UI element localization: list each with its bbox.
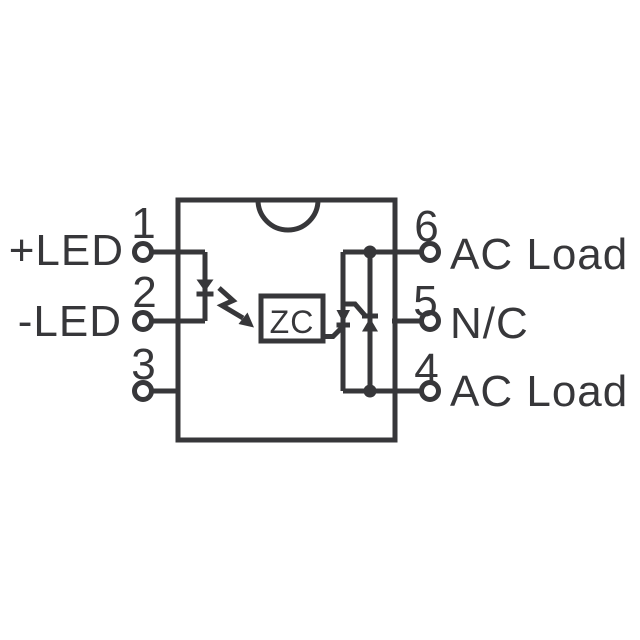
zc-box-label: ZC [269, 304, 315, 340]
pin-4-number: 4 [414, 345, 440, 394]
pin-2-label: -LED [17, 297, 122, 346]
zc-box [258, 293, 326, 344]
pin-1-number: 1 [131, 199, 157, 248]
pin-5-label: N/C [450, 299, 529, 348]
light-emission-arrow-icon [216, 286, 245, 321]
output-rail-wires [343, 249, 422, 394]
junction-dot-top [363, 245, 377, 259]
pin-3-number: 3 [131, 340, 157, 389]
pin-3-terminal [132, 380, 154, 402]
index-notch [255, 199, 321, 233]
pin-1-label: +LED [8, 226, 124, 275]
pin-1-terminal [132, 241, 154, 263]
pin-2-number: 2 [132, 268, 158, 317]
pin-4-terminal [419, 380, 441, 402]
pin-4-label: AC Load [450, 367, 629, 416]
led-anode-triangle [196, 279, 214, 292]
pin-6-number: 6 [414, 202, 440, 251]
triac-branch-wires [340, 252, 373, 391]
pin-5-terminal [419, 310, 441, 332]
triac-right-triangle [362, 318, 378, 332]
light-emission-arrowhead-icon [238, 312, 254, 328]
pin-6-terminal [419, 241, 441, 263]
pin-5-number: 5 [413, 277, 439, 326]
zc-gate-wire [323, 324, 345, 339]
pin-6-label: AC Load [450, 230, 629, 279]
triac-left-triangle [336, 310, 350, 323]
pin-2-terminal [132, 310, 154, 332]
junction-dot-bottom [363, 384, 377, 398]
